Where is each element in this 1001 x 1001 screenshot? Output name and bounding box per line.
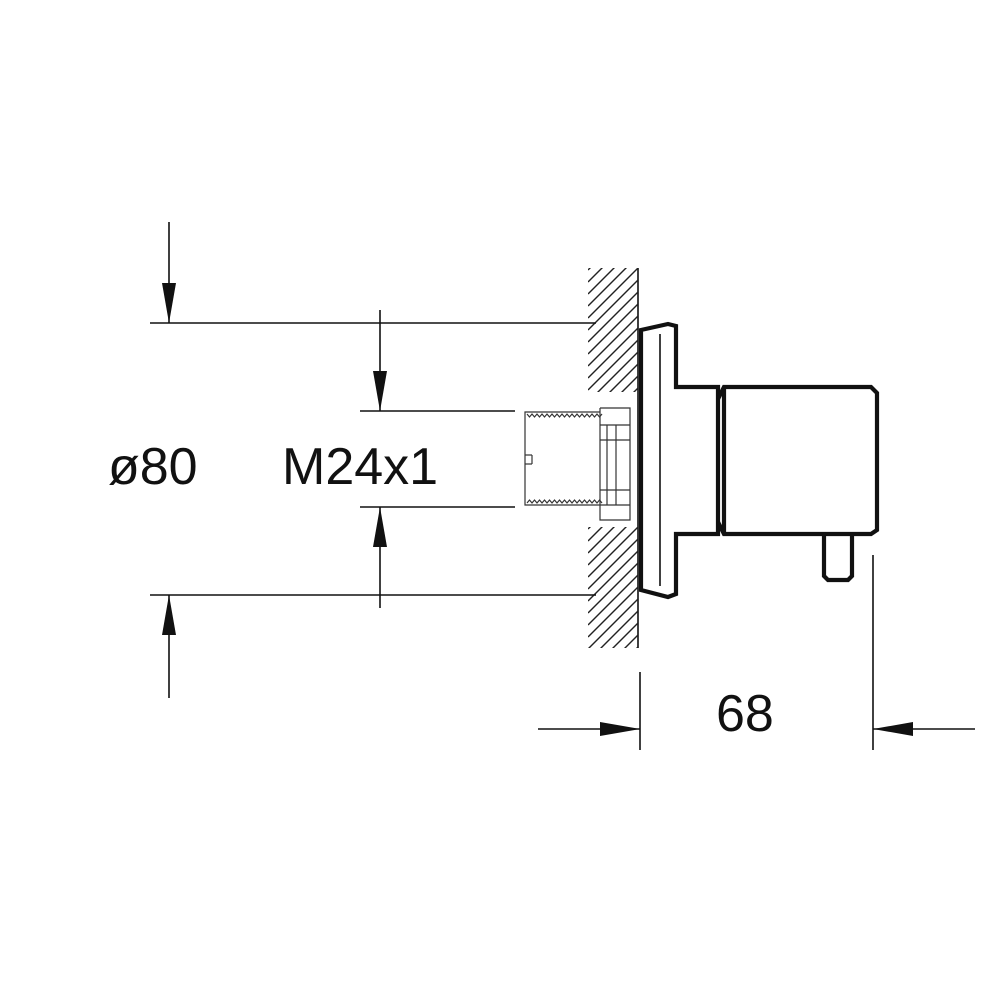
hatch-line <box>600 610 638 648</box>
hatch-line <box>588 268 638 319</box>
hatch-line <box>588 527 615 554</box>
hatch-line <box>588 562 638 614</box>
hatch-line <box>588 268 615 295</box>
arrow-down-icon <box>162 283 176 323</box>
hatch-line <box>588 268 603 283</box>
wall-hatch-top <box>588 208 638 392</box>
dimension-projection-depth: 68 <box>538 555 975 750</box>
hatch-line <box>588 268 627 307</box>
arrow-right-icon <box>600 722 640 736</box>
hatch-line <box>588 527 638 578</box>
arrow-left-icon <box>873 722 913 736</box>
hatch-line <box>588 527 627 566</box>
threaded-stem <box>524 407 631 521</box>
hatch-line <box>588 339 638 391</box>
hatch-line <box>588 279 638 331</box>
arrow-down-icon <box>373 371 387 411</box>
projection-depth-label: 68 <box>716 685 774 743</box>
hatch-line <box>588 303 638 355</box>
wall-hatch-bottom <box>588 527 638 709</box>
thread-teeth-row <box>526 499 603 504</box>
thread-teeth-row <box>526 413 603 418</box>
hatch-line <box>621 375 638 392</box>
hatch-line <box>609 363 638 392</box>
arrow-up-icon <box>162 595 176 635</box>
flange-outline <box>638 321 721 600</box>
hatch-line <box>612 622 638 648</box>
wall-section <box>588 208 639 709</box>
hatch-line <box>588 327 638 379</box>
head-outline <box>716 384 880 537</box>
hatch-line <box>588 527 603 542</box>
hatch-line <box>588 586 638 638</box>
flange-diameter-label: ø80 <box>108 438 198 496</box>
hatch-line <box>588 659 638 709</box>
fitting-body <box>638 321 880 600</box>
hatch-line <box>588 598 638 648</box>
hatch-line <box>597 351 638 392</box>
hatch-line <box>588 291 638 343</box>
hatch-line <box>588 268 591 271</box>
hatch-line <box>588 208 638 258</box>
dimension-flange-diameter: ø80 <box>108 222 596 698</box>
hatch-line <box>588 550 638 602</box>
thread-size-label: M24x1 <box>282 438 438 496</box>
hatch-line <box>588 574 638 626</box>
dimension-thread-size: M24x1 <box>282 310 515 608</box>
hatch-line <box>624 634 638 648</box>
outlet-spout <box>821 534 855 583</box>
hatch-line <box>588 315 638 367</box>
hatch-line <box>588 538 638 590</box>
hatch-line <box>636 646 638 648</box>
arrow-up-icon <box>373 507 387 547</box>
